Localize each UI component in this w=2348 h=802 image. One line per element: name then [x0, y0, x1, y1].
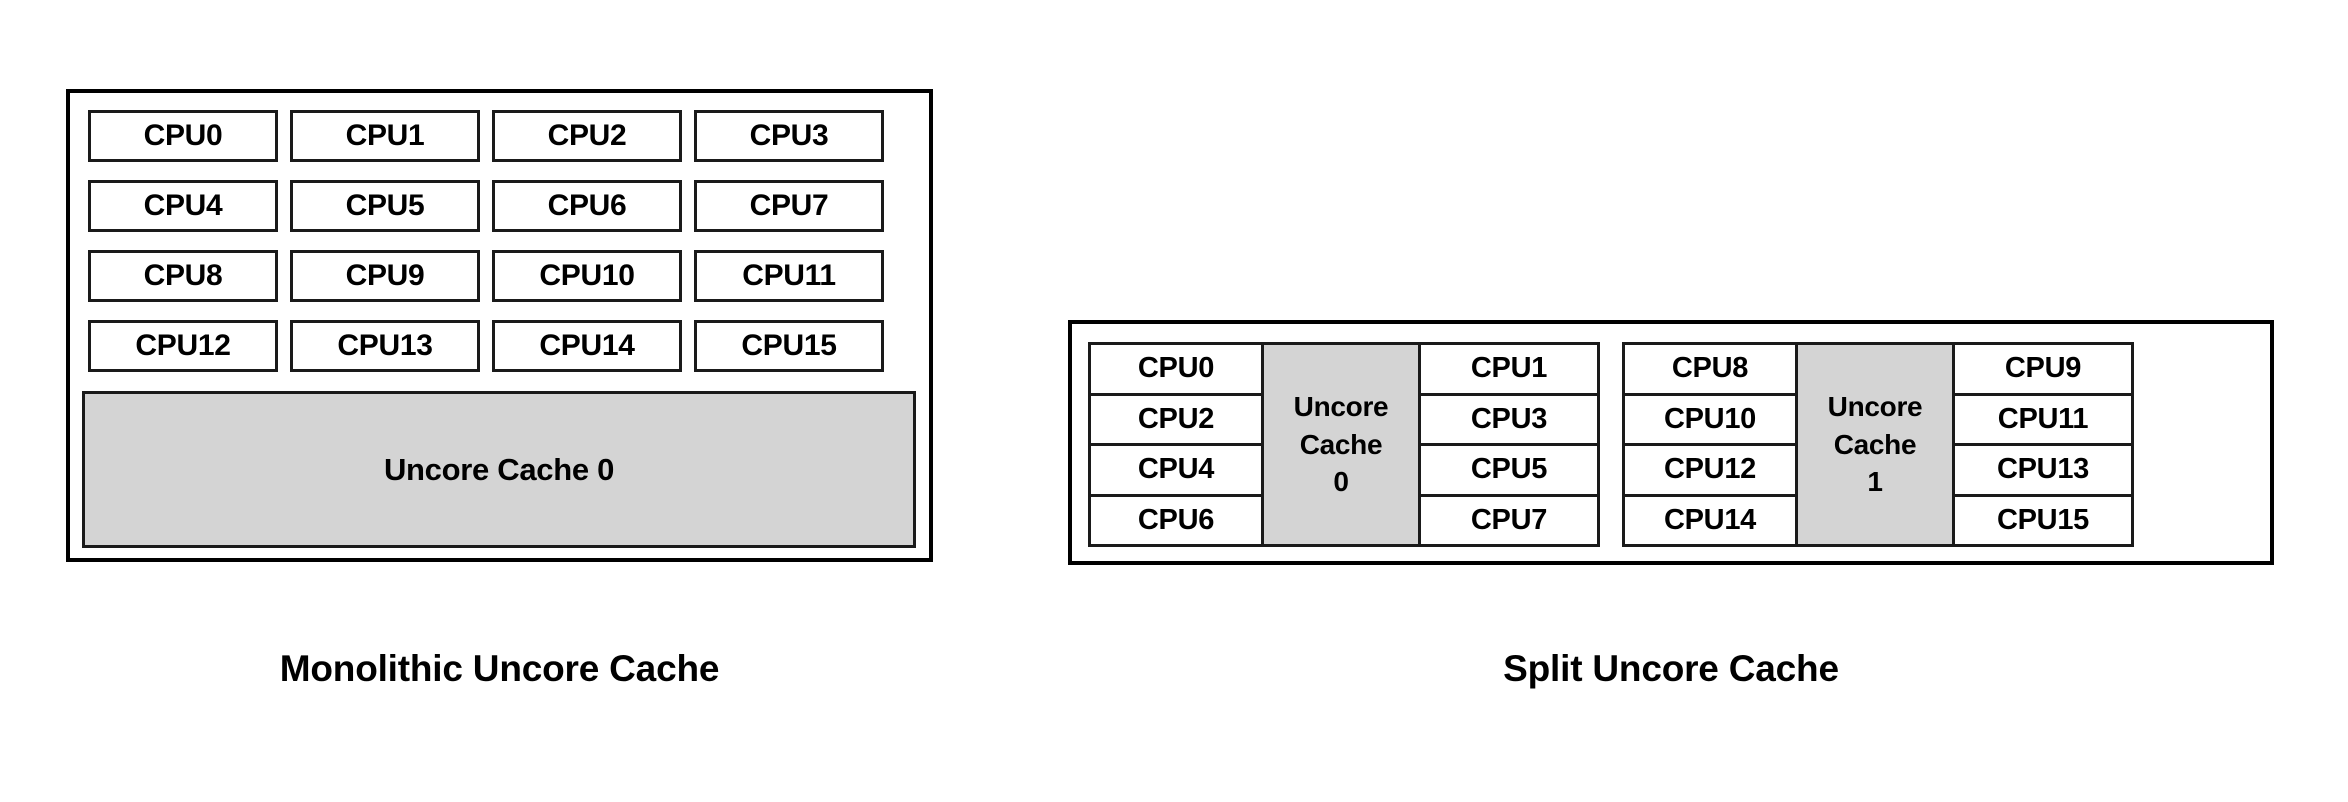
- uncore-cache-box[interactable]: Uncore Cache 1: [1795, 345, 1955, 544]
- cpu-box[interactable]: CPU8: [1625, 345, 1795, 396]
- cpu-box[interactable]: CPU5: [1421, 446, 1597, 497]
- cpu-box[interactable]: CPU12: [88, 320, 278, 372]
- cpu-box[interactable]: CPU0: [1091, 345, 1261, 396]
- uncore-cache-label-line1: Uncore: [1827, 390, 1923, 422]
- cpu-box[interactable]: CPU14: [492, 320, 682, 372]
- split-group: CPU0 CPU2 CPU4 CPU6 Uncore Cache 0 CPU1 …: [1088, 342, 1600, 547]
- cpu-box[interactable]: CPU4: [1091, 446, 1261, 497]
- uncore-cache-label-line2: Cache: [1833, 428, 1917, 460]
- cpu-column-left: CPU8 CPU10 CPU12 CPU14: [1625, 345, 1795, 544]
- uncore-cache-label-line3: 1: [1867, 466, 1883, 498]
- cpu-box[interactable]: CPU15: [694, 320, 884, 372]
- cpu-box[interactable]: CPU0: [88, 110, 278, 162]
- cpu-box[interactable]: CPU3: [694, 110, 884, 162]
- cpu-box[interactable]: CPU7: [694, 180, 884, 232]
- cpu-column-right: CPU9 CPU11 CPU13 CPU15: [1955, 345, 2131, 544]
- cpu-box[interactable]: CPU10: [1625, 395, 1795, 446]
- cpu-box[interactable]: CPU9: [290, 250, 480, 302]
- cpu-box[interactable]: CPU3: [1421, 395, 1597, 446]
- cpu-box[interactable]: CPU13: [290, 320, 480, 372]
- monolithic-cpu-grid: CPU0 CPU1 CPU2 CPU3 CPU4 CPU5 CPU6 CPU7 …: [88, 110, 916, 372]
- uncore-cache-box[interactable]: Uncore Cache 0: [82, 391, 916, 548]
- cpu-box[interactable]: CPU1: [290, 110, 480, 162]
- cpu-box[interactable]: CPU4: [88, 180, 278, 232]
- cpu-box[interactable]: CPU6: [1091, 496, 1261, 544]
- cpu-box[interactable]: CPU14: [1625, 496, 1795, 544]
- cpu-box[interactable]: CPU15: [1955, 496, 2131, 544]
- monolithic-package-frame: CPU0 CPU1 CPU2 CPU3 CPU4 CPU5 CPU6 CPU7 …: [66, 89, 933, 562]
- split-group: CPU8 CPU10 CPU12 CPU14 Uncore Cache 1 CP…: [1622, 342, 2134, 547]
- uncore-cache-box[interactable]: Uncore Cache 0: [1261, 345, 1421, 544]
- monolithic-caption: Monolithic Uncore Cache: [279, 648, 720, 689]
- cpu-column-right: CPU1 CPU3 CPU5 CPU7: [1421, 345, 1597, 544]
- cpu-box[interactable]: CPU11: [694, 250, 884, 302]
- cpu-box[interactable]: CPU2: [1091, 395, 1261, 446]
- cpu-box[interactable]: CPU5: [290, 180, 480, 232]
- cpu-box[interactable]: CPU10: [492, 250, 682, 302]
- cpu-column-left: CPU0 CPU2 CPU4 CPU6: [1091, 345, 1261, 544]
- cpu-box[interactable]: CPU9: [1955, 345, 2131, 396]
- uncore-cache-label-line3: 0: [1333, 466, 1349, 498]
- cpu-box[interactable]: CPU12: [1625, 446, 1795, 497]
- cpu-box[interactable]: CPU2: [492, 110, 682, 162]
- cpu-box[interactable]: CPU1: [1421, 345, 1597, 396]
- cpu-box[interactable]: CPU11: [1955, 395, 2131, 446]
- uncore-cache-label-line1: Uncore: [1293, 390, 1389, 422]
- cpu-box[interactable]: CPU8: [88, 250, 278, 302]
- split-groups-container: CPU0 CPU2 CPU4 CPU6 Uncore Cache 0 CPU1 …: [1088, 342, 2134, 547]
- cpu-box[interactable]: CPU13: [1955, 446, 2131, 497]
- cpu-box[interactable]: CPU7: [1421, 496, 1597, 544]
- split-package-frame: CPU0 CPU2 CPU4 CPU6 Uncore Cache 0 CPU1 …: [1068, 320, 2274, 565]
- cpu-box[interactable]: CPU6: [492, 180, 682, 232]
- uncore-cache-label-line2: Cache: [1299, 428, 1383, 460]
- split-caption: Split Uncore Cache: [1503, 648, 1839, 689]
